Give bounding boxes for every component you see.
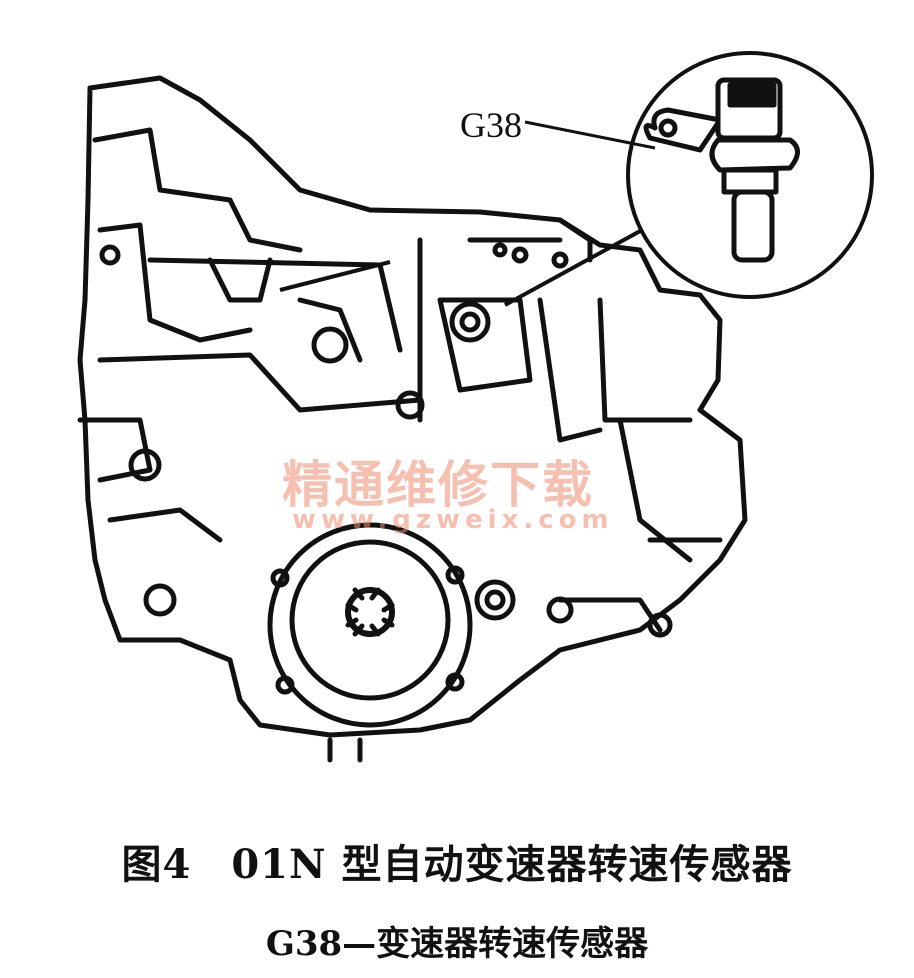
flywheel-outer	[267, 522, 473, 728]
figure-caption: 图4 01N 型自动变速器转速传感器	[0, 832, 914, 890]
figure-number: 图4	[121, 841, 192, 888]
callout-label-g38: G38	[460, 105, 522, 145]
transmission-diagram: G38 精通维修下载 www.gzweix.com	[77, 51, 874, 763]
transmission-drawing-icon	[77, 51, 874, 763]
flywheel-inner	[289, 539, 451, 701]
speed-sensor-icon	[643, 77, 800, 263]
callout-circle	[626, 51, 874, 299]
watermark-url: www.gzweix.com	[292, 505, 614, 535]
watermark-text: 精通维修下载	[282, 456, 594, 514]
housing-outline	[77, 75, 748, 738]
figure-legend: G38—变速器转速传感器	[265, 924, 649, 964]
figure-title: 01N 型自动变速器转速传感器	[231, 841, 793, 888]
